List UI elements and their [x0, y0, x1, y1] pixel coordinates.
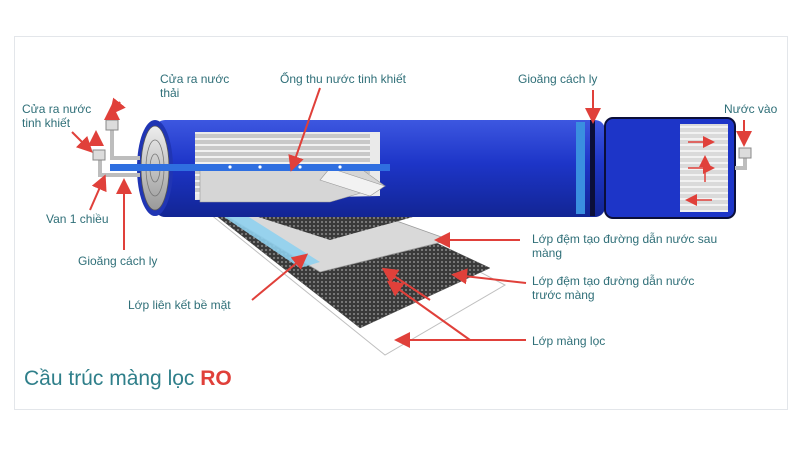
label-pure-outlet-text: Cửa ra nước tinh khiết: [22, 102, 92, 130]
label-seal-left: Gioăng cách ly: [78, 254, 158, 268]
arrow-collector: [288, 87, 321, 172]
label-membrane-layer: Lớp màng lọc: [532, 334, 606, 348]
arrow-feed-spacer-2: [381, 267, 431, 301]
arrow-bond: [251, 253, 309, 301]
label-permeate-spacer: Lớp đệm tạo đường dẫn nước sau màng: [532, 232, 722, 260]
arrow-feed-spacer: [451, 268, 527, 285]
label-reject-outlet-text: Cửa ra nước thải: [160, 72, 230, 100]
diagram-frame: [14, 36, 788, 410]
label-permeate-spacer-text: Lớp đệm tạo đường dẫn nước sau màng: [532, 232, 718, 260]
label-check-valve: Van 1 chiều: [46, 212, 109, 226]
diagram-title-accent: RO: [200, 367, 232, 390]
end-cap: [604, 117, 736, 219]
arrow-reject: [109, 97, 126, 116]
label-bond-layer: Lớp liên kết bề mặt: [128, 298, 231, 312]
label-feed-spacer: Lớp đệm tạo đường dẫn nước trước màng: [532, 274, 722, 302]
pressure-vessel: [110, 120, 605, 217]
diagram-title: Cầu trúc màng lọc RO: [24, 367, 232, 391]
diagram-title-text: Cầu trúc màng lọc: [24, 367, 195, 390]
label-pure-outlet: Cửa ra nước tinh khiết: [22, 102, 104, 130]
arrow-membrane-2: [386, 280, 471, 341]
label-seal-right: Gioăng cách ly: [518, 72, 598, 86]
arrow-pure: [71, 131, 93, 153]
label-collector-tube: Ống thu nước tinh khiết: [280, 72, 406, 86]
label-water-inlet: Nước vào: [724, 102, 778, 116]
leader-arrows: [71, 87, 752, 348]
label-feed-spacer-text: Lớp đệm tạo đường dẫn nước trước màng: [532, 274, 695, 302]
arrow-valve: [89, 174, 107, 211]
label-reject-outlet: Cửa ra nước thải: [160, 72, 234, 100]
